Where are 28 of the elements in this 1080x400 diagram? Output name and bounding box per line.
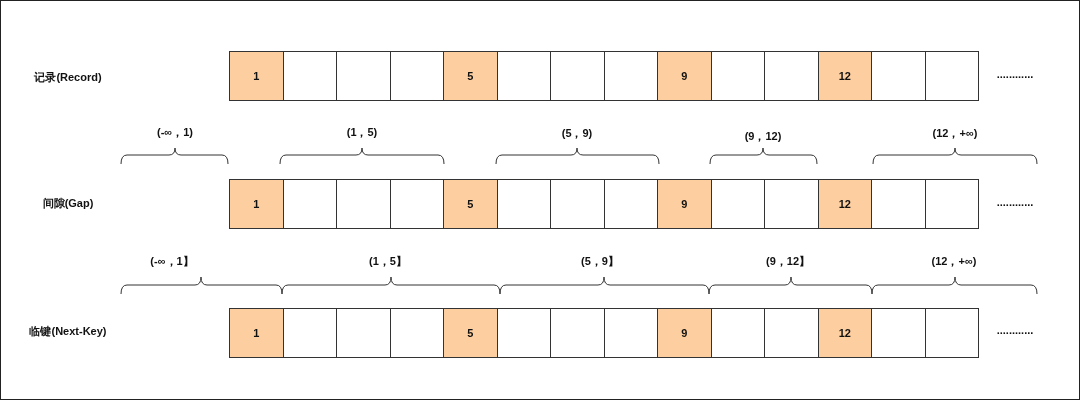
key-cell: 9 [657,308,712,358]
interval-label: (9，12】 [766,254,810,268]
row-label: 临键(Next-Key) [29,324,107,338]
interval-label: (1，5】 [369,254,407,268]
key-cell: 9 [657,179,712,229]
key-cell: 5 [443,179,498,229]
key-cell: 1 [229,179,284,229]
key-cell: 5 [443,51,498,101]
key-cell: 5 [443,308,498,358]
continuation-dots: ............ [996,195,1034,209]
key-cell: 1 [229,308,284,358]
key-cell: 9 [657,51,712,101]
interval-label: (12，+∞) [932,126,978,140]
interval-label: (9，12) [744,129,782,143]
row-label: 记录(Record) [34,70,102,84]
continuation-dots: ............ [996,323,1034,337]
key-cell: 12 [817,51,872,101]
key-cell: 12 [817,179,872,229]
key-cell: 12 [817,308,872,358]
key-cell: 1 [229,51,284,101]
continuation-dots: ............ [996,67,1034,81]
interval-label: (5，9】 [581,254,619,268]
interval-label: (-∞，1】 [150,254,194,268]
interval-label: (12，+∞) [931,254,977,268]
row-label: 间隙(Gap) [42,196,94,210]
interval-label: (1，5) [346,125,378,139]
interval-label: (-∞，1) [157,125,193,139]
interval-label: (5，9) [561,126,593,140]
